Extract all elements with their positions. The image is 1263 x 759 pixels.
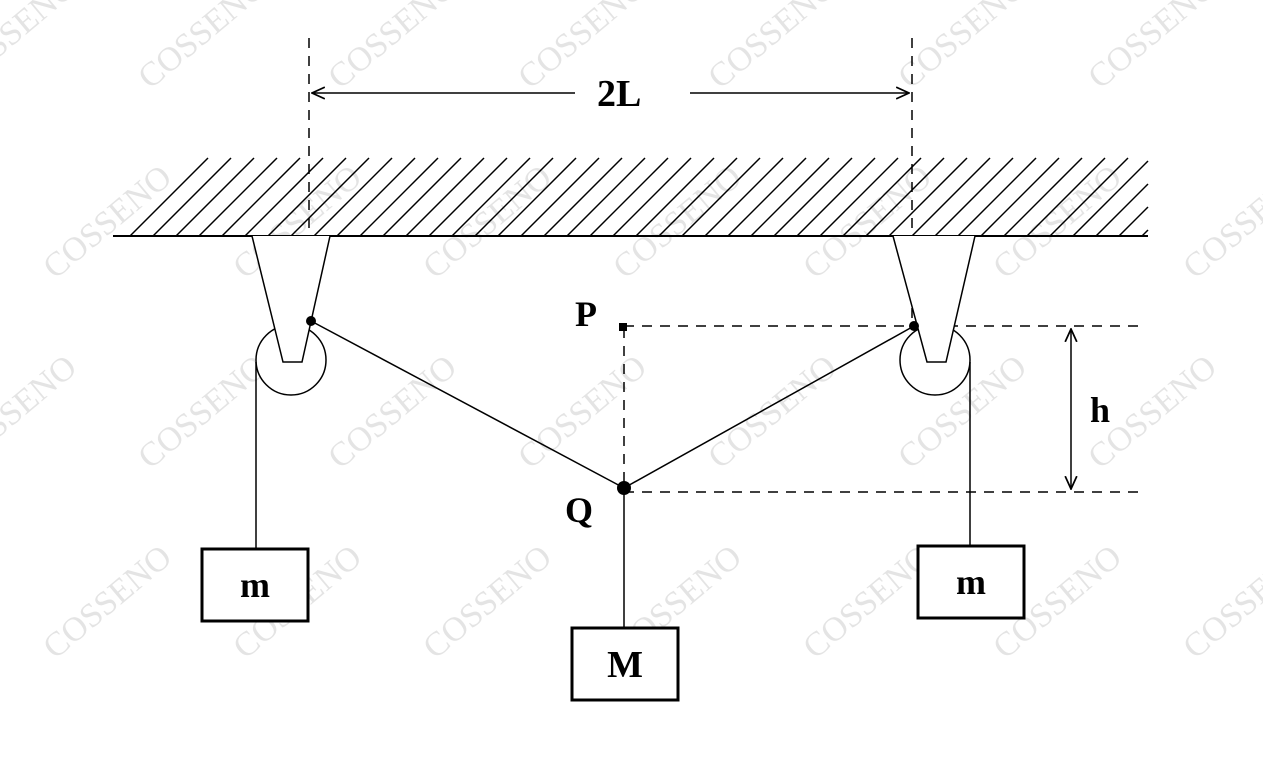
mass-center-label: M — [607, 644, 643, 686]
hatch-line — [474, 157, 554, 237]
hatch-line — [359, 157, 439, 237]
span-label: 2L — [597, 73, 641, 115]
point-p-label: P — [575, 294, 597, 334]
watermark-text: COSSENO — [1176, 538, 1263, 666]
hatch-line — [911, 157, 991, 237]
right-anchor-dot — [909, 321, 919, 331]
hatch-line — [934, 157, 1014, 237]
hatch-line — [1003, 157, 1083, 237]
watermark-text: COSSENO — [321, 348, 463, 476]
hatch-line — [336, 157, 416, 237]
hatch-line — [267, 157, 347, 237]
watermark-text: COSSENO — [321, 0, 463, 96]
watermark-text: COSSENO — [511, 348, 653, 476]
hatch-line — [1118, 206, 1149, 237]
hatch-line — [727, 157, 807, 237]
mass-right-label: m — [956, 562, 986, 602]
hatch-line — [796, 157, 876, 237]
hatch-line — [497, 157, 577, 237]
watermark-text: COSSENO — [701, 0, 843, 96]
hatch-line — [566, 157, 646, 237]
hatch-line — [750, 157, 830, 237]
left-pulley — [251, 235, 331, 396]
hatch-line — [635, 157, 715, 237]
hatch-line — [704, 157, 784, 237]
watermark-text: COSSENO — [986, 158, 1128, 286]
watermark-text: COSSENO — [0, 0, 84, 96]
mass-left-box: m — [200, 547, 310, 623]
hatch-line — [382, 157, 462, 237]
watermark-text: COSSENO — [131, 0, 273, 96]
hatch-line — [313, 157, 393, 237]
point-p-marker — [619, 323, 627, 331]
hatch-line — [658, 157, 738, 237]
hatch-line — [980, 157, 1060, 237]
hatch-line — [428, 157, 508, 237]
hatch-line — [1095, 183, 1149, 237]
height-label: h — [1090, 390, 1110, 430]
hatch-line — [221, 157, 301, 237]
hatch-line — [1049, 157, 1129, 237]
watermark-text: COSSENO — [0, 348, 84, 476]
hatch-line — [1026, 157, 1106, 237]
hatch-line — [888, 157, 968, 237]
hatch-line — [520, 157, 600, 237]
strings — [255, 320, 971, 628]
hatch-line — [842, 157, 922, 237]
hatch-line — [405, 157, 485, 237]
hatch-line — [865, 157, 945, 237]
watermark-text: COSSENO — [36, 538, 178, 666]
watermark-text: COSSENO — [416, 538, 558, 666]
watermark-text: COSSENO — [1176, 158, 1263, 286]
ceiling-hatching — [129, 157, 1149, 237]
hatch-line — [198, 157, 278, 237]
hatch-line — [451, 157, 531, 237]
watermark-text: COSSENO — [131, 348, 273, 476]
hatch-line — [543, 157, 623, 237]
hatch-line — [612, 157, 692, 237]
watermark-text: COSSENO — [1081, 0, 1223, 96]
hatch-line — [1141, 229, 1149, 237]
hatch-line — [589, 157, 669, 237]
watermark-text: COSSENO — [36, 158, 178, 286]
point-q-label: Q — [565, 490, 593, 530]
point-q-marker — [617, 481, 631, 495]
mass-right-box: m — [916, 544, 1026, 620]
right-pulley — [892, 235, 976, 396]
hatch-line — [819, 157, 899, 237]
hatch-line — [290, 157, 370, 237]
hatch-line — [152, 157, 232, 237]
left-anchor-dot — [306, 316, 316, 326]
hatch-line — [681, 157, 761, 237]
hatch-line — [175, 157, 255, 237]
hatch-line — [1072, 160, 1149, 237]
watermark-text: COSSENO — [701, 348, 843, 476]
hatch-line — [773, 157, 853, 237]
hatch-line — [129, 157, 209, 237]
hatch-line — [957, 157, 1037, 237]
mass-center-box: M — [570, 626, 680, 702]
mass-left-label: m — [240, 565, 270, 605]
hatch-line — [244, 157, 324, 237]
